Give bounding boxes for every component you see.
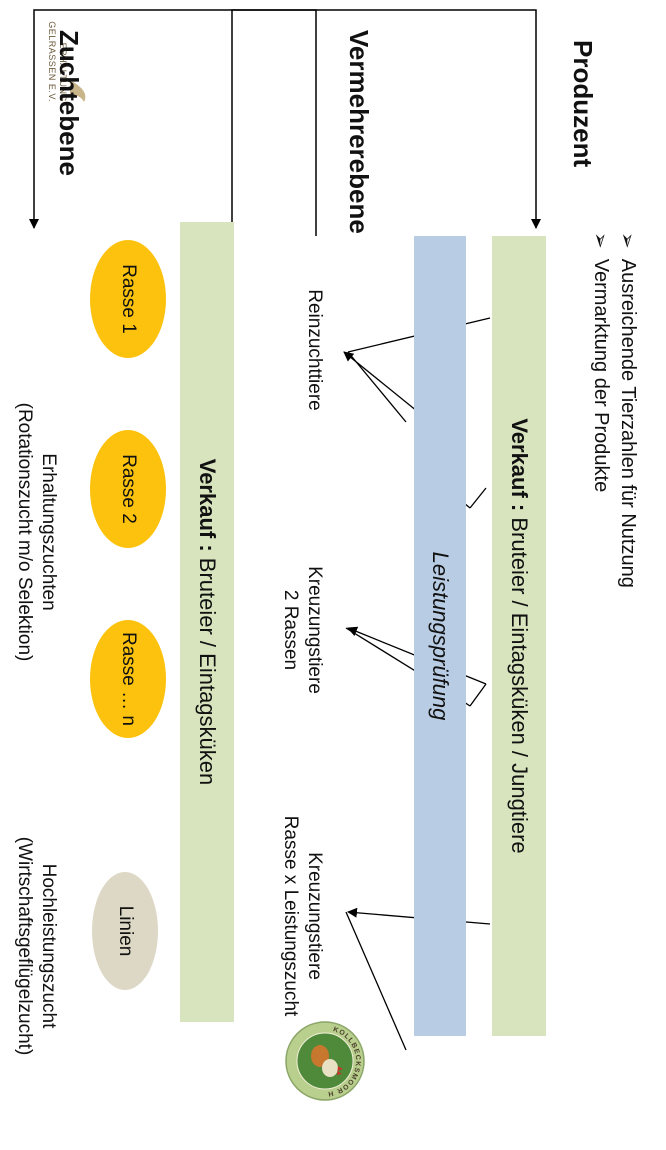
produzent-bullet-2: ➢ Vermarktung der Produkte <box>588 232 613 588</box>
level-vermehrerebene: Vermehrerebene <box>344 30 374 234</box>
sale-band-2-text: Bruteier / Eintagsküken / Jungtiere <box>507 511 532 854</box>
produzent-bullet-2-text: Vermarktung der Produkte <box>590 258 612 493</box>
sale-band-1-bold: Verkauf : <box>195 458 220 552</box>
breed-oval-rasse-n: Rasse … n <box>90 620 166 738</box>
kollbecksmoor-badge: KOLLBECKSMOOR HUHN <box>285 1020 366 1101</box>
offspring-kreuzL-line-2: Rasse x Leistungszucht <box>280 815 301 1017</box>
line-band-kreuzL <box>345 911 407 1051</box>
offspring-reinzuchttiere: Reinzuchttiere <box>302 270 326 430</box>
heading-erhaltung-line-2: (Rotationszucht m/o Selektion) <box>14 402 35 662</box>
heading-erhaltung-line-1: Erhaltungszuchten <box>38 453 59 611</box>
line-rasse1-rasse2 <box>469 487 487 509</box>
heading-hochleistung-line-1: Hochleistungszucht <box>38 863 59 1029</box>
offspring-kreuzung-leistungszucht: Kreuzungstiere Rasse x Leistungszucht <box>278 796 326 1036</box>
line-rasse-n-a <box>469 683 487 707</box>
leistungspruefung-band: Leistungsprüfung <box>414 236 466 1036</box>
offspring-kreuzung-2-rassen: Kreuzungstiere 2 Rassen <box>278 540 326 720</box>
offspring-reinzucht-line: Reinzuchttiere <box>304 289 325 411</box>
offspring-kreuz2-line-1: Kreuzungstiere <box>304 566 325 694</box>
sale-band-vermehrer: Verkauf : Bruteier / Eintagsküken <box>180 222 234 1022</box>
breed-oval-rasse-2: Rasse 2 <box>90 430 166 548</box>
heading-hochleistung-line-2: (Wirtschaftsgeflügelzucht) <box>14 836 35 1056</box>
breed-oval-rasse-1: Rasse 1 <box>90 240 166 358</box>
bullet-arrow-icon: ➢ <box>589 232 611 249</box>
loop-to-produzent <box>29 9 317 236</box>
sale-band-produzent: Verkauf : Bruteier / Eintagsküken / Jung… <box>492 236 546 1036</box>
sale-band-2-bold: Verkauf : <box>507 418 532 512</box>
produzent-bullet-list: ➢ Ausreichende Tierzahlen für Nutzung ➢ … <box>588 232 640 588</box>
heading-erhaltungszuchten: Erhaltungszuchten (Rotationszucht m/o Se… <box>12 362 60 702</box>
loop-to-rasse-1 <box>231 9 541 236</box>
produzent-bullet-1-text: Ausreichende Tierzahlen für Nutzung <box>617 258 639 588</box>
breed-oval-linien: Linien <box>92 872 158 990</box>
heading-hochleistungszucht: Hochleistungszucht (Wirtschaftsgeflügelz… <box>12 796 60 1096</box>
sale-band-1-text: Bruteier / Eintagsküken <box>195 551 220 786</box>
org-logo-bird-icon <box>70 80 86 102</box>
rooster-icon <box>322 1059 338 1077</box>
level-produzent: Produzent <box>568 40 598 168</box>
bullet-arrow-icon: ➢ <box>616 232 638 249</box>
level-zuchtebene: Zuchtebene <box>54 30 84 176</box>
offspring-kreuz2-line-2: 2 Rassen <box>280 589 301 671</box>
offspring-kreuzL-line-1: Kreuzungstiere <box>304 852 325 980</box>
produzent-bullet-1: ➢ Ausreichende Tierzahlen für Nutzung <box>615 232 640 588</box>
